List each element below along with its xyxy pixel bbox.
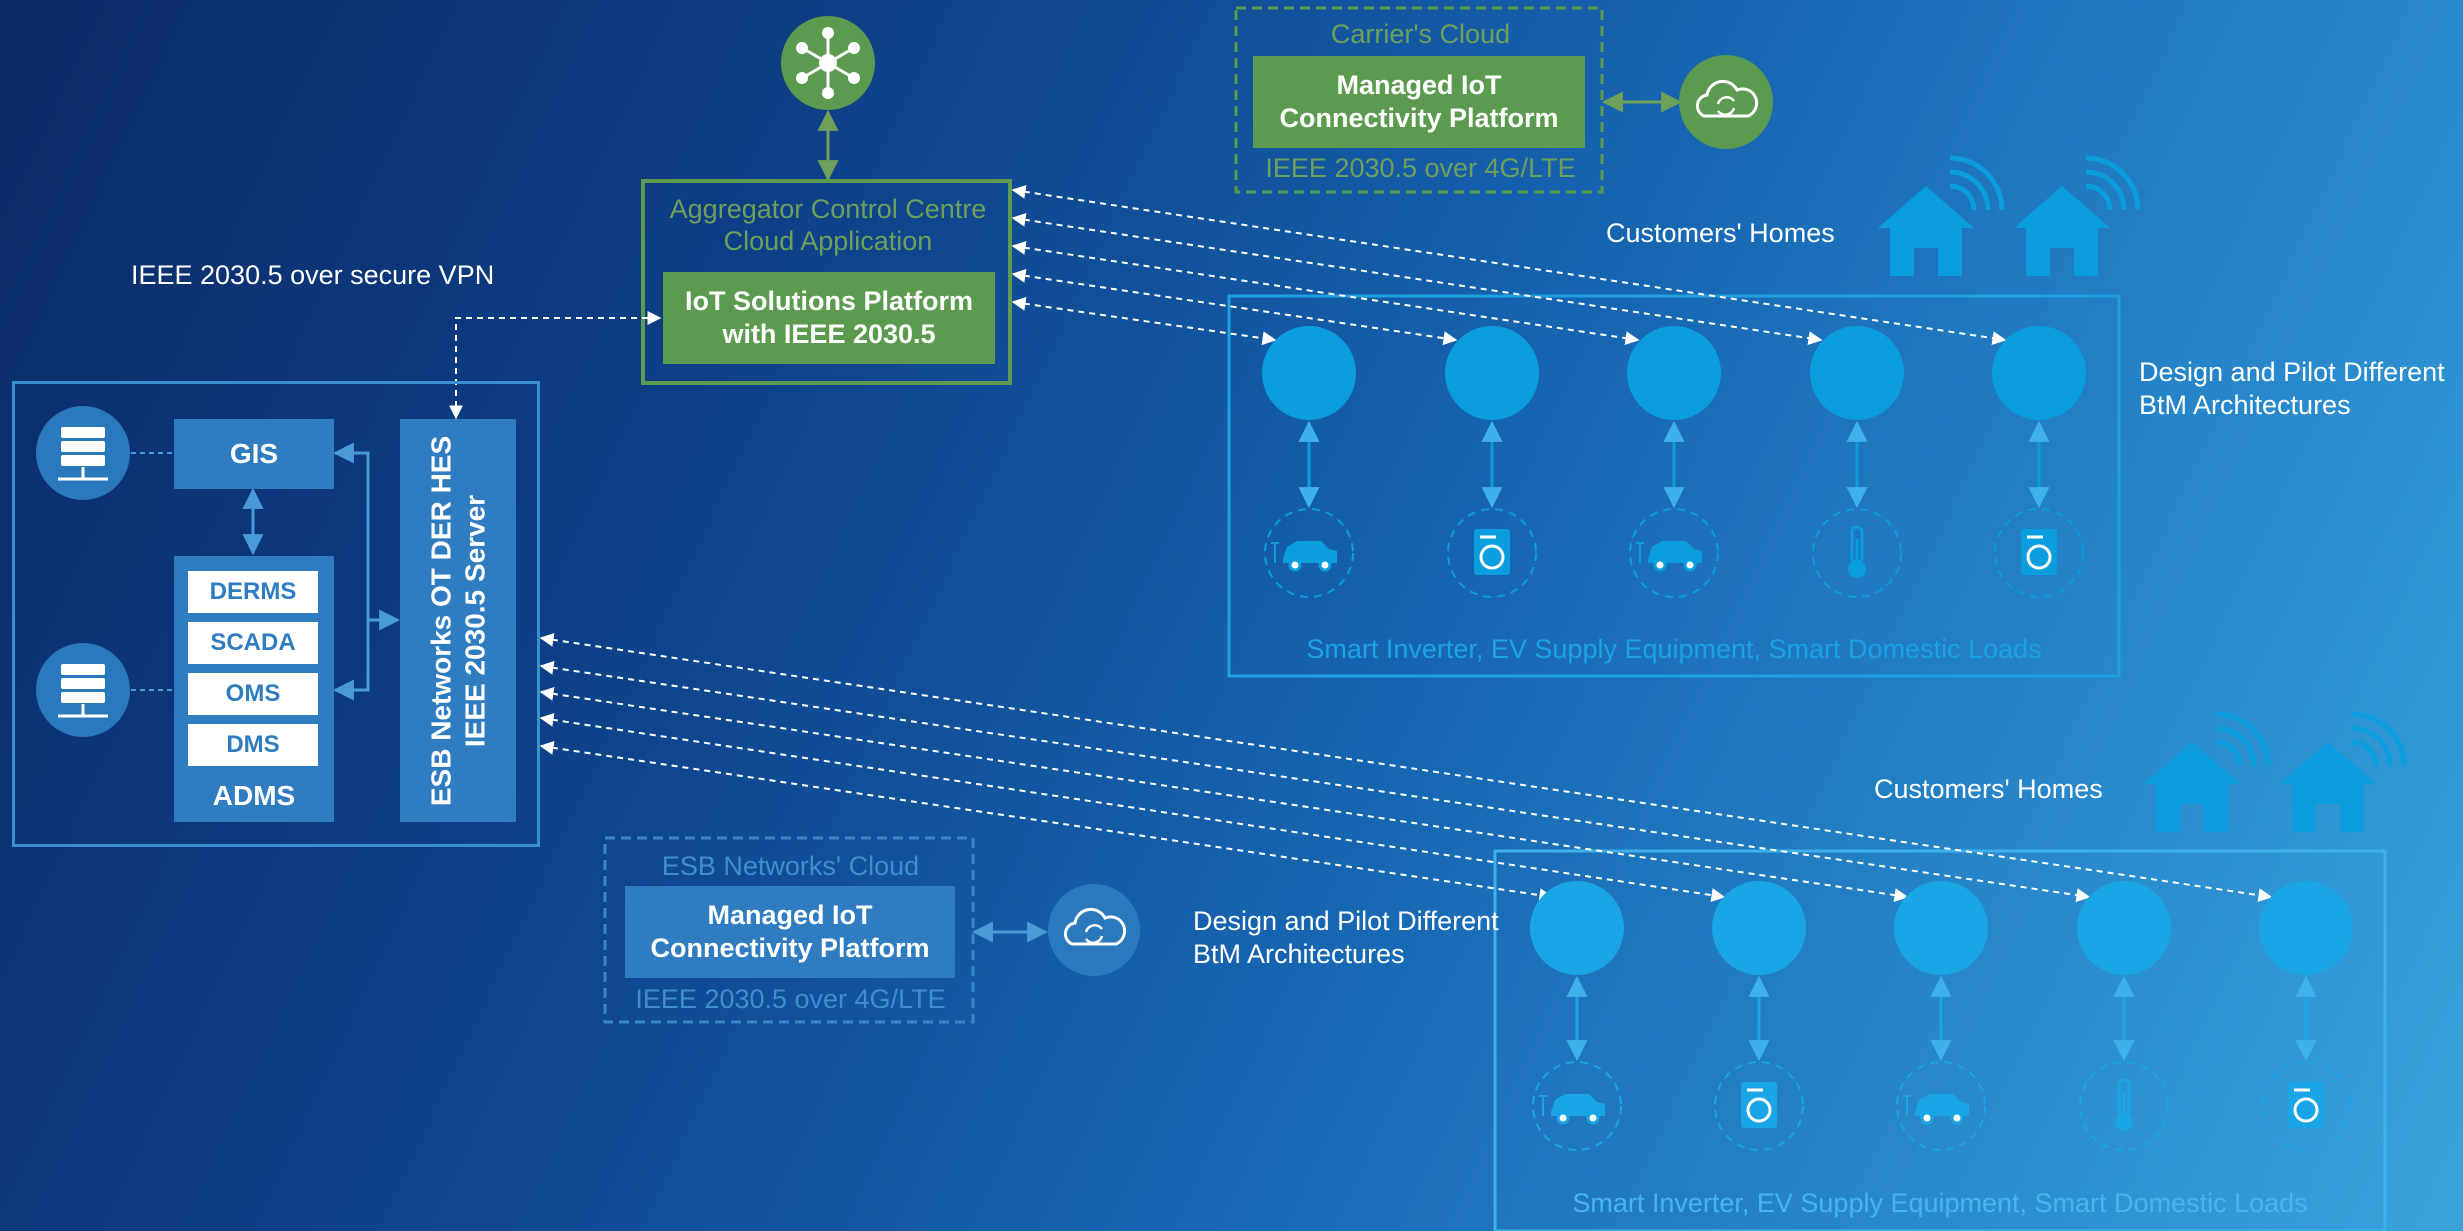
top-devices-label: Smart Inverter, EV Supply Equipment, Sma…	[1306, 634, 2042, 664]
derms-item: DERMS	[188, 571, 318, 613]
house-wifi-icon	[2014, 155, 2141, 276]
vpn-connector	[449, 311, 662, 420]
gateway-node	[1445, 326, 1539, 420]
thermometer-icon	[1812, 508, 1902, 598]
hes-link	[539, 740, 1554, 903]
esb-cloud-title: ESB Networks' Cloud	[661, 851, 920, 881]
bottom-homes-label: Customers' Homes	[1874, 774, 2103, 804]
esb-core-frame	[12, 381, 540, 847]
esb-protocol: IEEE 2030.5 over 4G/LTE	[635, 984, 946, 1014]
oms-item: OMS	[188, 673, 318, 715]
top-homes-label: Customers' Homes	[1606, 218, 1835, 248]
bottom-pilot-label: Design and Pilot Different BtM Architect…	[1193, 906, 1499, 969]
aggregator-title: Aggregator Control Centre Cloud Applicat…	[669, 194, 987, 257]
thermometer-icon	[2079, 1061, 2169, 1151]
gateway-node	[1894, 881, 1988, 975]
gateway-node	[1627, 326, 1721, 420]
adms-label: ADMS	[212, 780, 296, 811]
washing-machine-icon	[2261, 1061, 2351, 1151]
top-pilot-label: Design and Pilot Different BtM Architect…	[2139, 357, 2445, 420]
carrier-cloud-title: Carrier's Cloud	[1330, 19, 1511, 49]
hes-server-box: ESB Networks OT DER HES IEEE 2030.5 Serv…	[400, 419, 516, 822]
washing-machine-icon	[1994, 508, 2084, 598]
carrier-platform-box	[1253, 56, 1585, 148]
vpn-label: IEEE 2030.5 over secure VPN	[131, 260, 495, 290]
ev-car-icon	[1896, 1061, 1986, 1151]
cloud-sync-icon	[1679, 55, 1773, 149]
ev-car-icon	[1629, 508, 1719, 598]
bottom-devices-label: Smart Inverter, EV Supply Equipment, Sma…	[1572, 1188, 2308, 1218]
gateway-node	[2259, 881, 2353, 975]
adms-box: DERMS SCADA OMS DMS ADMS	[174, 556, 334, 822]
aggregator-link	[1011, 184, 2007, 346]
hes-server-label: ESB Networks OT DER HES IEEE 2030.5 Serv…	[425, 435, 490, 806]
gateway-node	[1992, 326, 2086, 420]
gateway-node	[1712, 881, 1806, 975]
washing-machine-icon	[1447, 508, 1537, 598]
house-wifi-icon	[2280, 711, 2407, 832]
aggregator-platform-label: IoT Solutions Platform with IEEE 2030.5	[685, 286, 973, 349]
gis-box: GIS	[174, 419, 334, 489]
aggregator-link	[1011, 268, 1458, 346]
carrier-protocol: IEEE 2030.5 over 4G/LTE	[1265, 153, 1576, 183]
aggregator-link	[1011, 296, 1277, 346]
gateway-node	[2077, 881, 2171, 975]
esb-platform-label: Managed IoT Connectivity Platform	[650, 900, 930, 963]
gateway-node	[1262, 326, 1356, 420]
house-wifi-icon	[2144, 711, 2271, 832]
scada-item: SCADA	[188, 622, 318, 664]
ev-car-icon	[1532, 1061, 1622, 1151]
dms-item: DMS	[188, 724, 318, 766]
aggregator-platform-box	[663, 272, 995, 364]
gateway-node	[1530, 881, 1624, 975]
aggregator-link	[1011, 240, 1640, 346]
server-icon	[36, 406, 130, 500]
network-hub-icon	[781, 16, 875, 110]
carrier-platform-label: Managed IoT Connectivity Platform	[1279, 70, 1559, 133]
washing-machine-icon	[1714, 1061, 1804, 1151]
ev-car-icon	[1264, 508, 1354, 598]
house-wifi-icon	[1878, 155, 2005, 276]
server-icon	[36, 643, 130, 737]
cloud-sync-icon	[1048, 884, 1140, 976]
gateway-node	[1810, 326, 1904, 420]
